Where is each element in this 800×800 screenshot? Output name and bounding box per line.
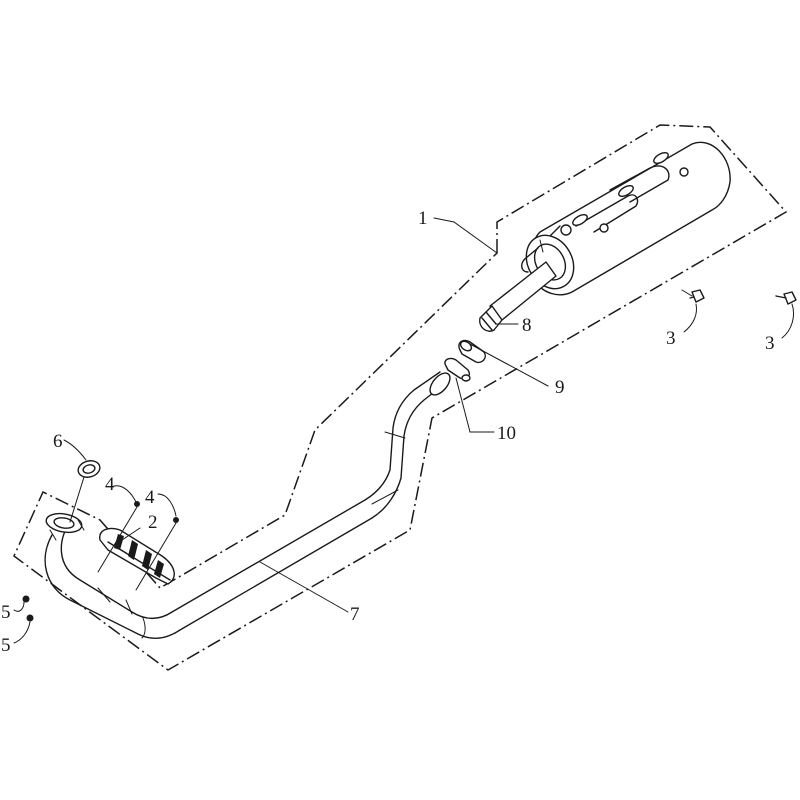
callout-5a: 5 (1, 602, 11, 623)
heat-shield (99, 527, 175, 585)
shield-screw-a (134, 501, 140, 507)
leader-lines (13, 217, 795, 644)
flange-nut-a (22, 595, 30, 603)
callout-7: 7 (350, 604, 360, 625)
assembly-outline (13, 124, 788, 671)
callout-3b: 3 (765, 333, 775, 354)
callout-1: 1 (418, 208, 428, 229)
flange-nut-b (26, 614, 34, 622)
callout-4b: 4 (145, 487, 155, 508)
clamp (444, 357, 471, 382)
muffler-bolt-a (681, 289, 705, 303)
exhaust-gasket (69, 460, 101, 523)
callout-8: 8 (522, 315, 532, 336)
muffler-inlet-pipe (479, 261, 557, 332)
clamp-sleeve (458, 339, 486, 364)
muffler-bolt-b (775, 291, 797, 305)
callout-5b: 5 (1, 635, 11, 656)
callout-6: 6 (53, 431, 63, 452)
shield-screw-b (173, 517, 179, 523)
callout-3a: 3 (666, 328, 676, 349)
callout-9: 9 (555, 377, 565, 398)
callout-10: 10 (497, 423, 516, 444)
exhaust-pipe (44, 371, 451, 640)
exhaust-flange (45, 512, 85, 541)
callout-2: 2 (148, 512, 158, 533)
callout-4a: 4 (105, 474, 115, 495)
